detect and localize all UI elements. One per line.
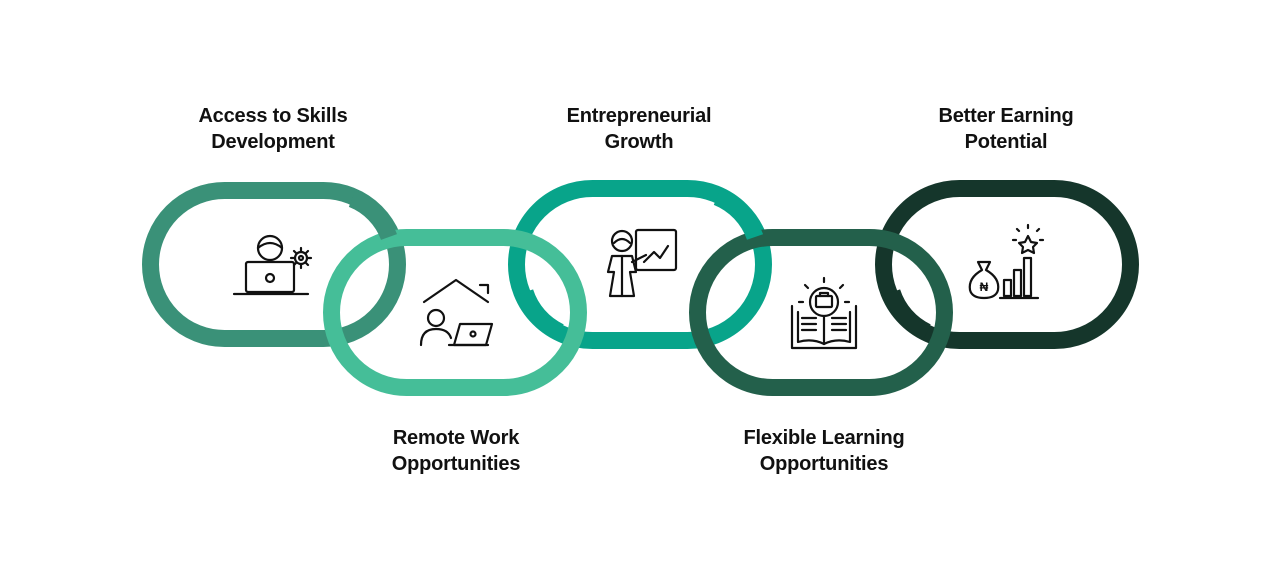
label-skills-line-2: Development [211, 131, 335, 153]
label-remote-line-1: Remote Work [392, 427, 520, 449]
chain-link-3 [508, 180, 772, 349]
chain-interlock-3 [713, 189, 764, 241]
label-earning-line-1: Better Earning [938, 105, 1074, 127]
label-skills-development: Access to Skills Development [143, 103, 403, 155]
label-remote-work: Remote Work Opportunities [326, 425, 586, 477]
chain-link-5 [875, 180, 1139, 349]
label-remote-line-2: Opportunities [391, 453, 521, 475]
chain-link-1 [142, 182, 406, 347]
presenter-growth-chart-icon [606, 228, 678, 298]
open-book-lightbulb-icon [790, 276, 858, 350]
label-earning-line-2: Potential [964, 131, 1048, 153]
remote-worker-home-icon [419, 278, 494, 347]
label-entrepreneur-line-2: Growth [604, 131, 674, 153]
chain-interlock-3b [516, 289, 564, 340]
label-entrepreneur-line-1: Entrepreneurial [566, 105, 712, 127]
chain-interlock-1 [348, 191, 397, 241]
money-bag-bar-chart-icon: ₦ [968, 223, 1045, 300]
label-entrepreneurial-growth: Entrepreneurial Growth [509, 103, 769, 155]
label-flexible-learning: Flexible Learning Opportunities [694, 425, 954, 477]
chain-link-4 [689, 229, 953, 396]
label-learning-line-2: Opportunities [759, 453, 889, 475]
laptop-learner-gear-icon [232, 234, 313, 296]
chain-link-2 [323, 229, 587, 396]
label-learning-line-1: Flexible Learning [743, 427, 905, 449]
svg-text:₦: ₦ [980, 280, 989, 294]
label-skills-line-1: Access to Skills [198, 105, 348, 127]
label-better-earning: Better Earning Potential [876, 103, 1136, 155]
chain-interlock-5 [883, 289, 931, 340]
